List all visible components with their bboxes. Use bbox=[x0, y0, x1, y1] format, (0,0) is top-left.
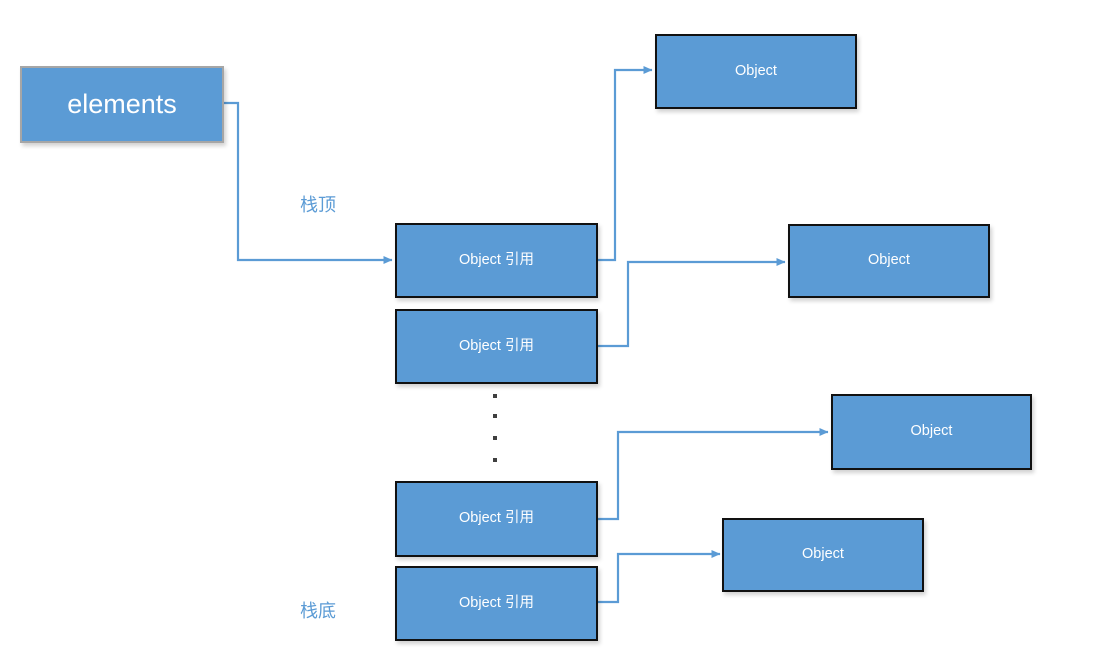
node-object-2-label: Object bbox=[868, 252, 910, 269]
node-stack-ref-3-label: Object 引用 bbox=[459, 510, 534, 527]
node-stack-ref-4[interactable]: Object 引用 bbox=[395, 566, 598, 641]
node-object-4[interactable]: Object bbox=[722, 518, 924, 592]
node-stack-ref-1-label: Object 引用 bbox=[459, 251, 534, 268]
connector-ref4-to-object4 bbox=[598, 550, 721, 604]
node-stack-ref-3[interactable]: Object 引用 bbox=[395, 481, 598, 557]
node-elements-label: elements bbox=[67, 89, 177, 120]
node-stack-ref-2[interactable]: Object 引用 bbox=[395, 309, 598, 384]
node-object-3-label: Object bbox=[910, 423, 953, 440]
node-object-4-label: Object bbox=[802, 546, 844, 563]
connector-ref2-to-object2 bbox=[598, 258, 786, 348]
node-object-2[interactable]: Object bbox=[788, 224, 990, 298]
ellipsis-dot-1 bbox=[493, 394, 497, 398]
node-stack-ref-4-label: Object 引用 bbox=[459, 594, 534, 611]
ellipsis-dot-2 bbox=[493, 414, 497, 418]
connector-ref1-to-object1 bbox=[598, 66, 653, 262]
node-stack-ref-1[interactable]: Object 引用 bbox=[395, 223, 598, 298]
caption-stack-bottom: 栈底 bbox=[300, 601, 336, 621]
connector-ref3-to-object3 bbox=[598, 428, 829, 521]
node-object-1[interactable]: Object bbox=[655, 34, 857, 109]
ellipsis-dot-4 bbox=[493, 458, 497, 462]
node-object-1-label: Object bbox=[735, 62, 777, 79]
ellipsis-dot-3 bbox=[493, 436, 497, 440]
node-elements[interactable]: elements bbox=[20, 66, 224, 143]
node-object-3[interactable]: Object bbox=[831, 394, 1032, 470]
node-stack-ref-2-label: Object 引用 bbox=[459, 337, 534, 354]
caption-stack-top: 栈顶 bbox=[300, 195, 336, 215]
connector-elements-to-ref1 bbox=[224, 101, 393, 264]
